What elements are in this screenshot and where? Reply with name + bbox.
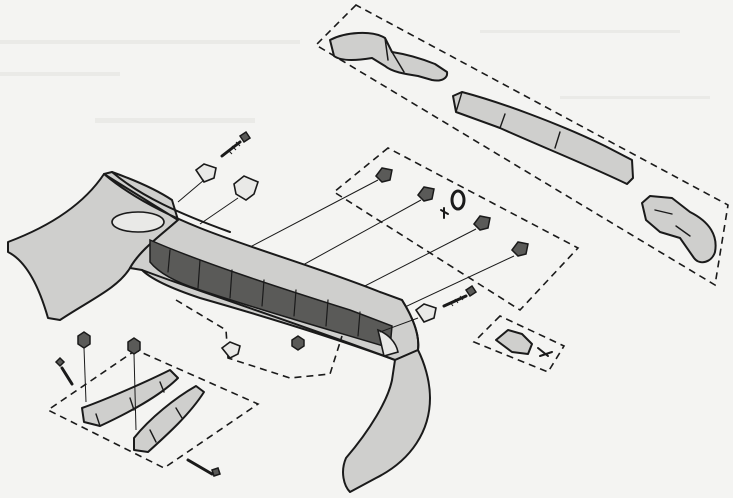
retainer-clip	[199, 175, 259, 225]
push-pin	[359, 241, 529, 329]
rivet	[379, 303, 437, 333]
o-ring	[440, 189, 466, 219]
upper-right-trim-group	[314, 4, 729, 287]
push-pin	[127, 337, 141, 431]
screw	[220, 130, 252, 158]
screw	[186, 458, 221, 477]
screw	[54, 356, 74, 386]
rear-bumper-cover	[7, 171, 431, 493]
center-fasteners	[220, 284, 478, 360]
end-bracket	[472, 315, 566, 373]
channel-outline	[175, 299, 343, 379]
push-pin	[77, 331, 91, 403]
screw	[442, 284, 478, 308]
rivet	[177, 163, 217, 203]
clip-fastener-group	[177, 130, 259, 225]
background-scan-marks	[0, 30, 710, 123]
lower-left-bracket-group	[46, 331, 260, 477]
rivet	[220, 341, 241, 360]
nut	[291, 335, 305, 351]
